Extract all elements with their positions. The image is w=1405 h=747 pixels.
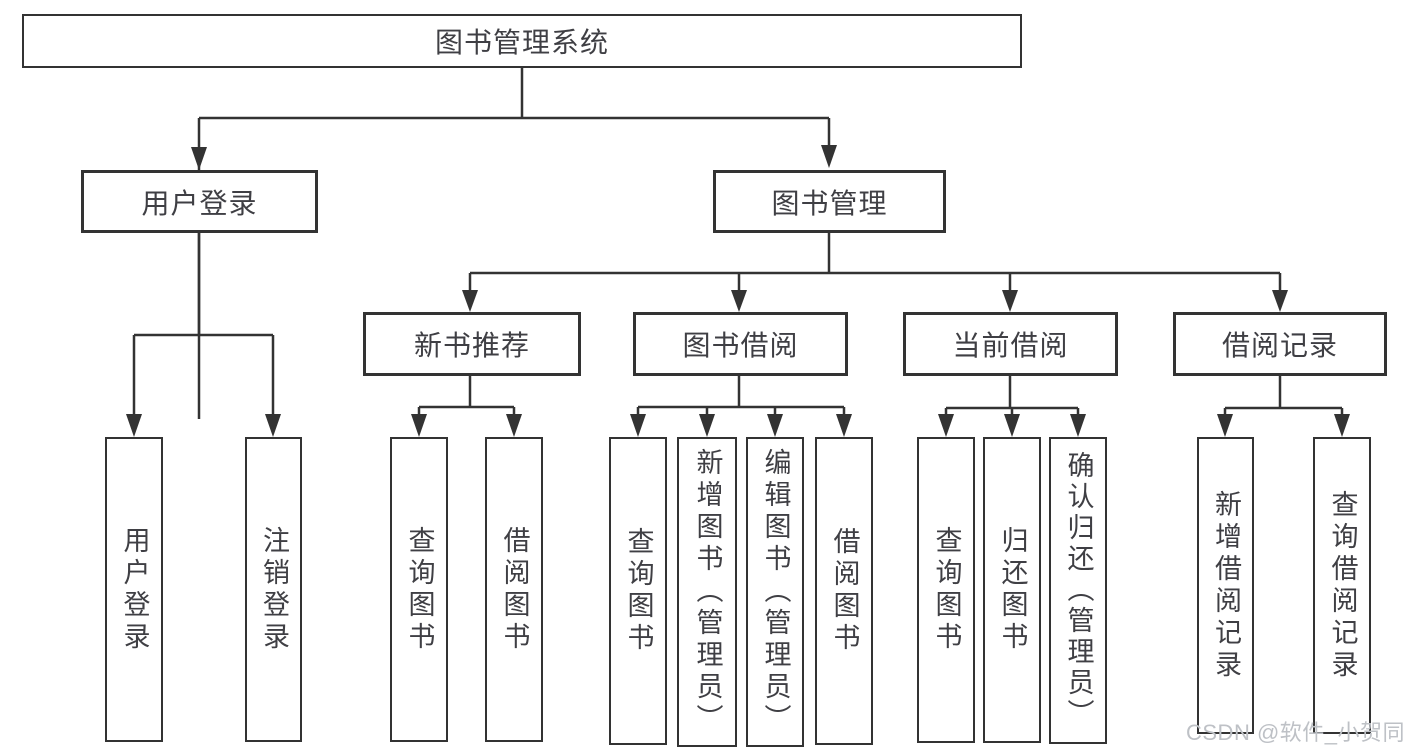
leaf-query-borrow-record: 查询借阅记录 <box>1313 437 1371 734</box>
leaf-add-books-admin: 新增图书（管理员） <box>677 437 737 747</box>
node-book-management: 图书管理 <box>713 170 946 233</box>
node-borrow-records: 借阅记录 <box>1173 312 1387 376</box>
leaf-confirm-return-admin: 确认归还（管理员） <box>1049 437 1107 744</box>
node-book-borrow: 图书借阅 <box>633 312 848 376</box>
leaf-add-borrow-record: 新增借阅记录 <box>1197 437 1254 734</box>
leaf-edit-books-admin: 编辑图书（管理员） <box>746 437 804 747</box>
connector-paths <box>132 68 1344 419</box>
leaf-user-login: 用户登录 <box>105 437 163 742</box>
leaf-return-books: 归还图书 <box>983 437 1041 743</box>
node-user-login: 用户登录 <box>81 170 318 233</box>
leaf-query-books-recommend: 查询图书 <box>390 437 448 742</box>
node-new-book-recommend: 新书推荐 <box>363 312 581 376</box>
leaf-query-books-borrow: 查询图书 <box>609 437 667 745</box>
arrowheads <box>126 145 1350 437</box>
watermark: CSDN @软件_小贺同学 <box>1186 720 1405 745</box>
leaf-query-books-current: 查询图书 <box>917 437 975 743</box>
leaf-borrow-books-recommend: 借阅图书 <box>485 437 543 742</box>
node-current-borrow: 当前借阅 <box>903 312 1118 376</box>
leaf-logout: 注销登录 <box>245 437 302 742</box>
node-book-management-system: 图书管理系统 <box>22 14 1022 68</box>
leaf-borrow-books: 借阅图书 <box>815 437 873 745</box>
